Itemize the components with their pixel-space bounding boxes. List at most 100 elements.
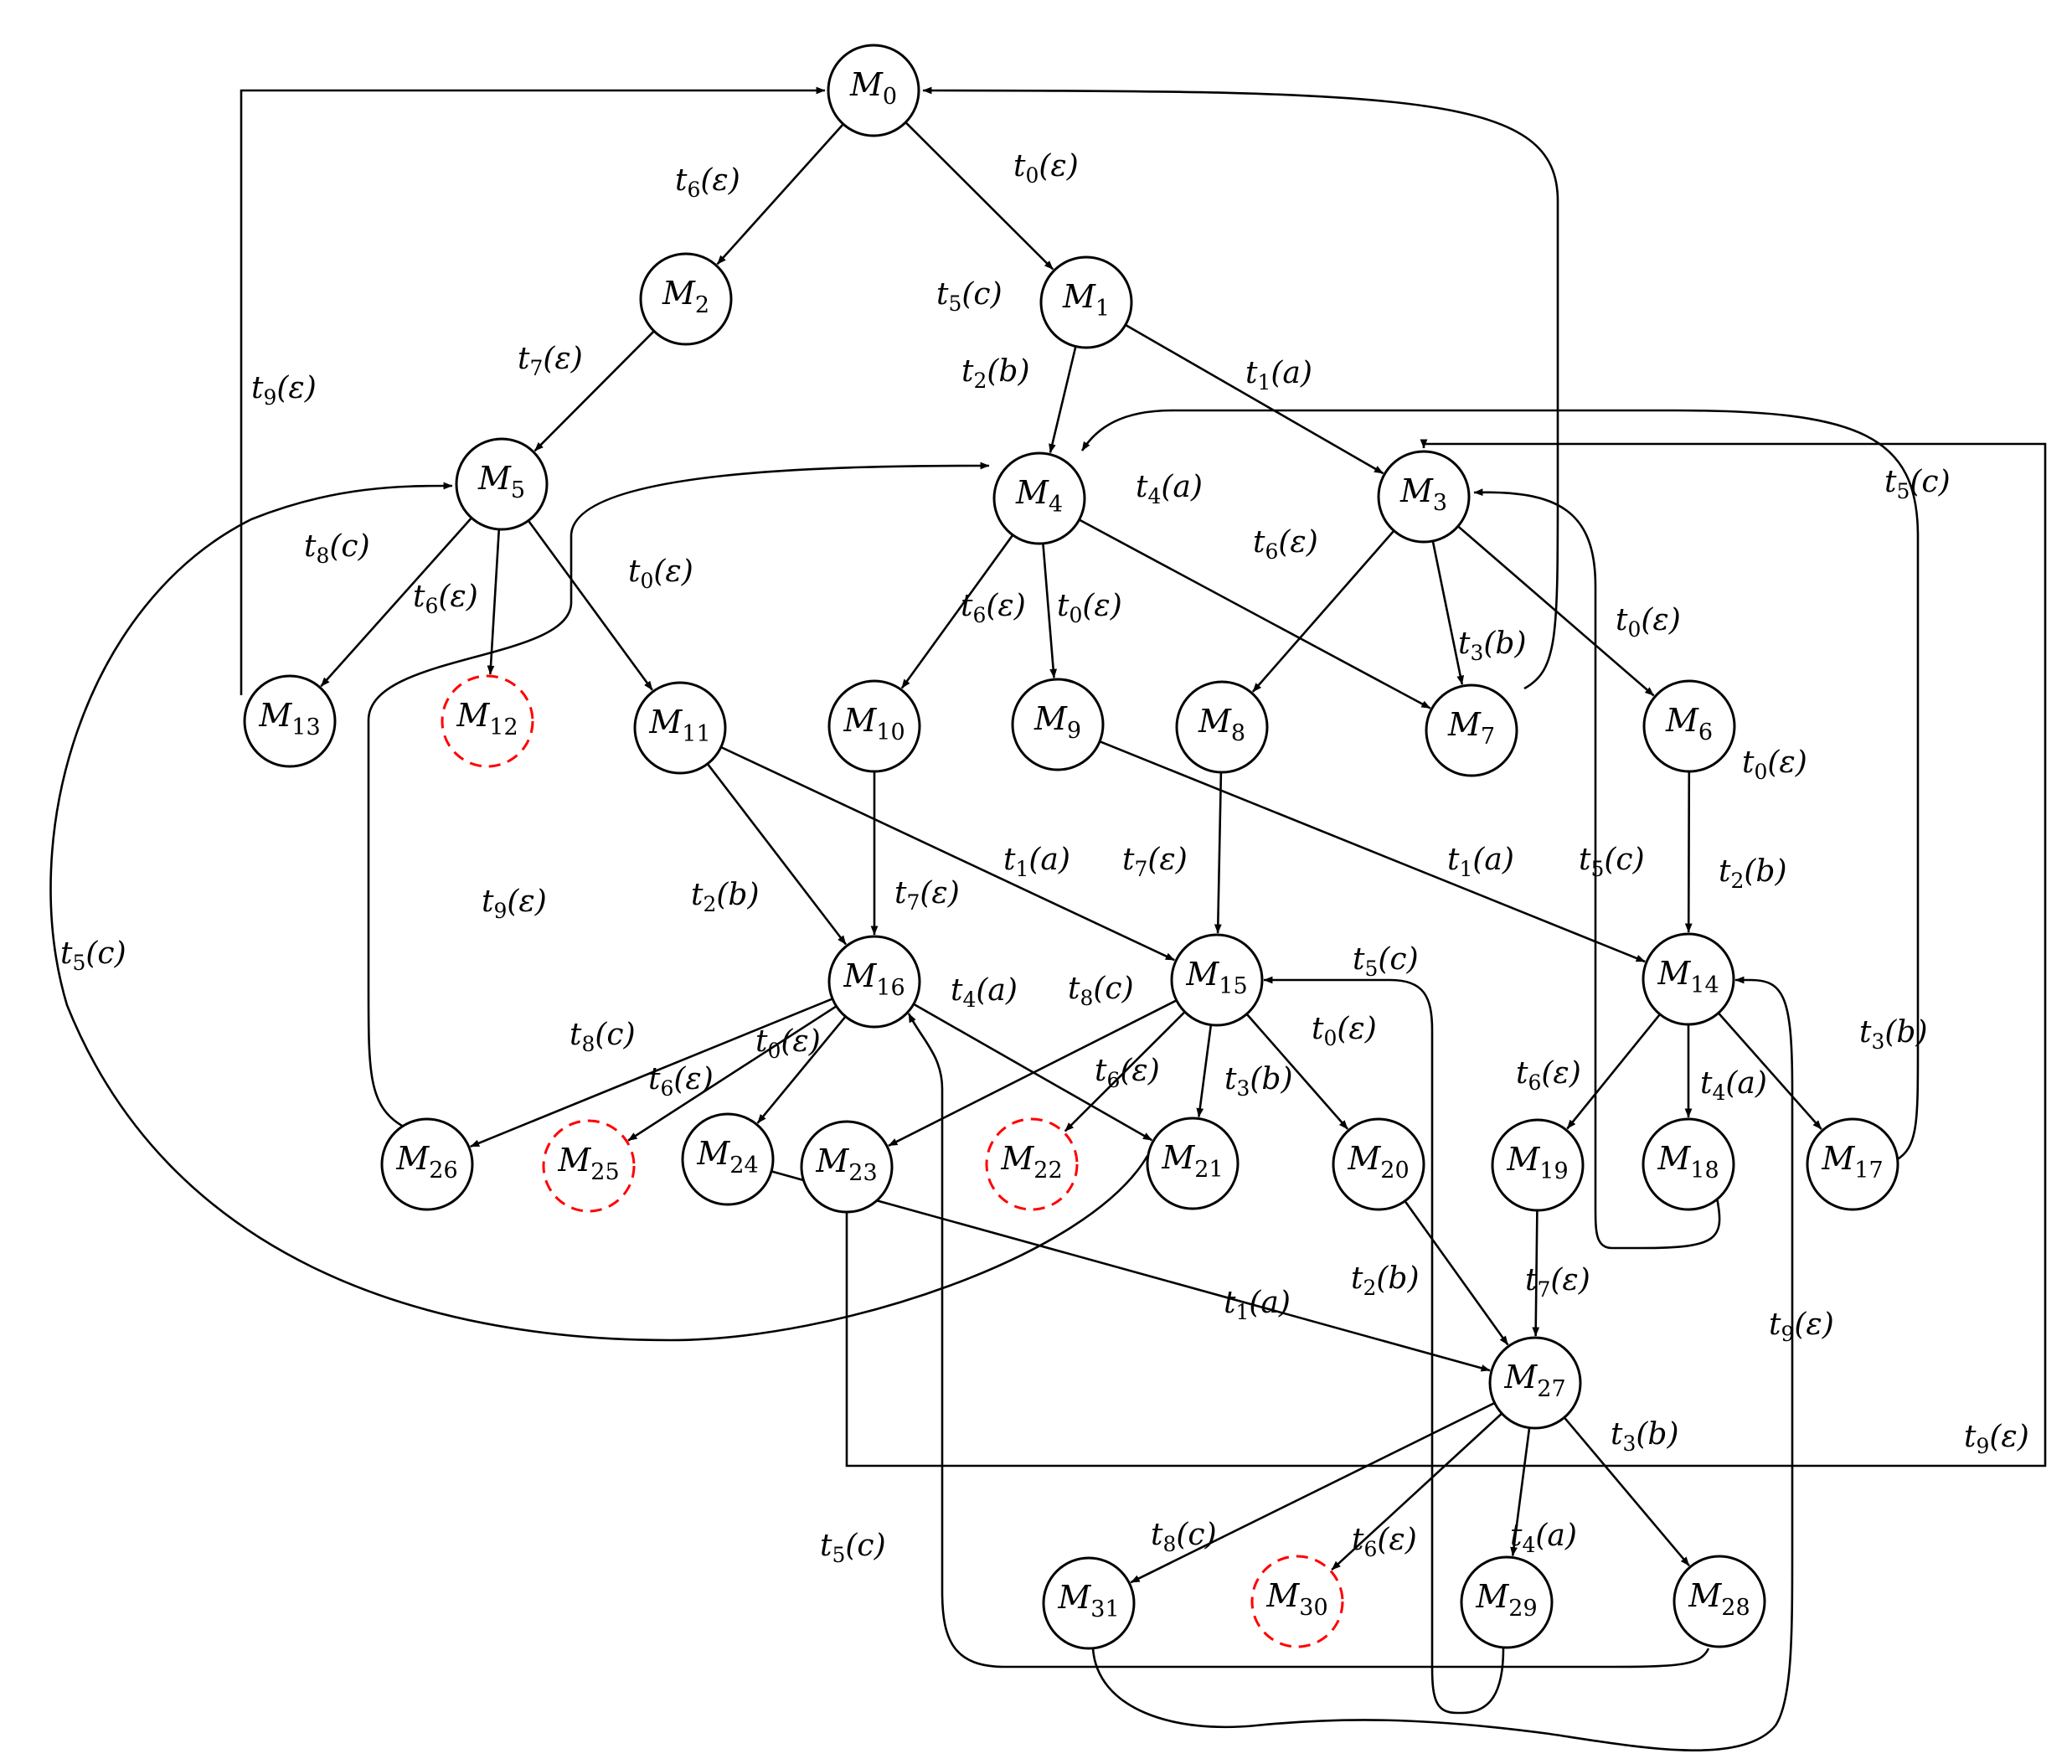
state-node-m25[interactable]: M25 (542, 1119, 636, 1213)
edge-label-m23-m3: t9(ε) (1964, 1420, 2029, 1458)
state-index: 4 (1049, 492, 1063, 518)
transition-letter: t (1525, 1263, 1538, 1297)
transition-event: (ε) (1082, 589, 1121, 623)
state-node-m7[interactable]: M7 (1425, 683, 1518, 777)
transition-letter: t (820, 1529, 832, 1563)
state-node-m0[interactable]: M0 (827, 44, 920, 137)
state-node-m17[interactable]: M17 (1806, 1117, 1899, 1211)
transition-index: 6 (1106, 1068, 1120, 1092)
state-node-m10[interactable]: M10 (827, 679, 921, 773)
transition-event: (ε) (700, 163, 740, 198)
state-letter: M (849, 66, 884, 103)
state-circle (1488, 1336, 1582, 1430)
transition-event: (c) (595, 1018, 635, 1052)
state-node-m26[interactable]: M26 (380, 1117, 474, 1211)
state-node-m5[interactable]: M5 (455, 437, 549, 531)
edge-label-m1-m4: t2(b) (961, 354, 1030, 393)
state-node-m12[interactable]: M12 (441, 674, 534, 768)
transition-event: (b) (1636, 1417, 1678, 1452)
state-node-m9[interactable]: M9 (1011, 678, 1105, 771)
state-circle (1146, 1117, 1240, 1210)
state-label: M27 (1503, 1359, 1565, 1402)
state-node-m1[interactable]: M1 (1039, 255, 1133, 349)
state-circle (243, 674, 337, 768)
state-node-m27[interactable]: M27 (1488, 1336, 1582, 1430)
state-node-m29[interactable]: M29 (1460, 1555, 1554, 1649)
transition-index: 8 (1162, 1532, 1176, 1556)
edge-m14-m19 (1566, 1014, 1662, 1130)
edge-label-m27-m28: t3(b) (1611, 1417, 1679, 1456)
state-label: M6 (1665, 702, 1713, 745)
transition-event: (ε) (673, 1062, 713, 1096)
edge-m3-m7 (1431, 540, 1465, 685)
transition-index: 4 (962, 988, 976, 1012)
edge-m15-m21 (1196, 1024, 1213, 1118)
transition-index: 0 (640, 569, 653, 593)
state-node-m21[interactable]: M21 (1146, 1117, 1240, 1210)
edge-m19-m27 (1532, 1210, 1540, 1337)
state-node-m22[interactable]: M22 (985, 1117, 1079, 1211)
transition-index: 9 (1976, 1434, 1989, 1458)
state-circle (1642, 679, 1736, 773)
state-label: M22 (1000, 1140, 1062, 1184)
state-index: 20 (1380, 1158, 1409, 1184)
state-node-m30[interactable]: M30 (1250, 1555, 1344, 1648)
edge-label-m26-m4: t9(ε) (482, 885, 547, 923)
state-letter: M (843, 702, 877, 739)
transition-letter: t (1003, 843, 1016, 877)
edge-m5-m11 (527, 519, 653, 691)
transition-letter: t (1224, 1062, 1237, 1096)
state-node-m16[interactable]: M16 (827, 935, 921, 1029)
state-node-m8[interactable]: M8 (1175, 680, 1269, 774)
edge-m15-m22 (1064, 1011, 1186, 1132)
transition-letter: t (691, 878, 704, 912)
transition-index: 8 (1080, 986, 1093, 1010)
state-letter: M (1657, 1140, 1691, 1177)
state-circle (827, 44, 920, 137)
transition-index: 0 (1627, 617, 1641, 642)
edge-label-m16-m21: t4(a) (951, 973, 1018, 1012)
edge-label-m19-m27: t7(ε) (1525, 1263, 1590, 1302)
edge-m0-m1 (905, 121, 1054, 271)
state-index: 6 (1698, 720, 1713, 745)
state-node-m13[interactable]: M13 (243, 674, 337, 768)
state-node-m18[interactable]: M18 (1642, 1117, 1735, 1211)
edge-m4-m10 (900, 534, 1014, 689)
state-node-m6[interactable]: M6 (1642, 679, 1736, 773)
transition-index: 7 (1134, 857, 1147, 881)
state-letter: M (1033, 700, 1068, 737)
state-letter: M (456, 697, 490, 734)
state-node-m15[interactable]: M15 (1170, 933, 1264, 1027)
transition-event: (ε) (1337, 1012, 1376, 1046)
state-node-m23[interactable]: M23 (800, 1120, 894, 1214)
state-circle (800, 1120, 894, 1214)
state-node-m2[interactable]: M2 (639, 252, 733, 346)
state-node-m19[interactable]: M19 (1491, 1118, 1585, 1212)
transition-index: 2 (1363, 1276, 1376, 1300)
state-letter: M (1665, 702, 1699, 739)
state-label: M30 (1265, 1577, 1327, 1621)
transition-letter: t (648, 1062, 661, 1096)
state-node-m31[interactable]: M31 (1042, 1556, 1136, 1650)
state-node-m4[interactable]: M4 (992, 451, 1086, 545)
transition-event: (b) (987, 354, 1029, 389)
state-node-m24[interactable]: M24 (681, 1112, 775, 1206)
transition-letter: t (1510, 1519, 1523, 1553)
transition-event: (a) (1028, 843, 1070, 877)
transition-index: 6 (687, 178, 700, 202)
transition-index: 4 (1147, 484, 1161, 508)
transition-event: (a) (1161, 470, 1203, 504)
state-node-m14[interactable]: M14 (1642, 932, 1735, 1026)
state-node-m11[interactable]: M11 (633, 681, 727, 775)
state-node-m28[interactable]: M28 (1673, 1555, 1766, 1648)
transition-event: (ε) (1541, 1056, 1580, 1091)
transition-letter: t (60, 936, 73, 971)
state-node-m20[interactable]: M20 (1332, 1117, 1425, 1211)
state-label: M25 (557, 1142, 619, 1185)
transition-index: 9 (263, 385, 276, 410)
state-node-m3[interactable]: M3 (1377, 450, 1471, 544)
state-circle (1011, 678, 1105, 771)
transition-index: 5 (72, 951, 85, 975)
state-index: 2 (695, 292, 709, 318)
edge-m16-m25 (627, 1005, 838, 1142)
